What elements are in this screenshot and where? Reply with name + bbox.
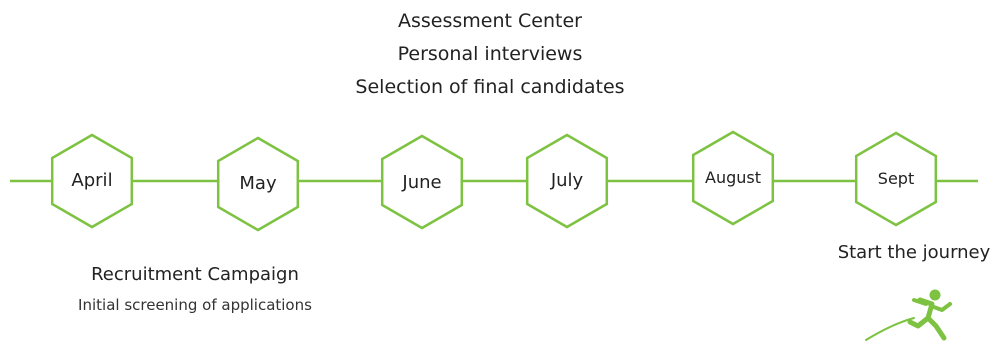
top-note-selection: Selection of final candidates: [355, 76, 625, 98]
hexagon-april: [50, 133, 134, 229]
month-label-august: August: [705, 168, 761, 187]
hexagon-july: [525, 133, 609, 229]
hexagon-august: [691, 130, 775, 226]
bottom-note-title: Recruitment Campaign: [91, 264, 299, 285]
month-label-july: July: [550, 170, 584, 191]
month-label-june: June: [402, 172, 442, 193]
month-label-april: April: [71, 170, 113, 191]
hexagon-sept: [854, 131, 938, 227]
top-note-assessment: Assessment Center: [398, 10, 582, 32]
jumping-person-icon: [865, 289, 952, 341]
month-label-may: May: [239, 173, 277, 194]
hexagon-june: [380, 134, 464, 230]
top-note-interviews: Personal interviews: [397, 43, 583, 65]
end-note: Start the journey: [837, 242, 991, 263]
month-label-sept: Sept: [877, 169, 915, 188]
bottom-note-subtitle: Initial screening of applications: [78, 296, 312, 314]
hexagon-may: [216, 136, 300, 232]
